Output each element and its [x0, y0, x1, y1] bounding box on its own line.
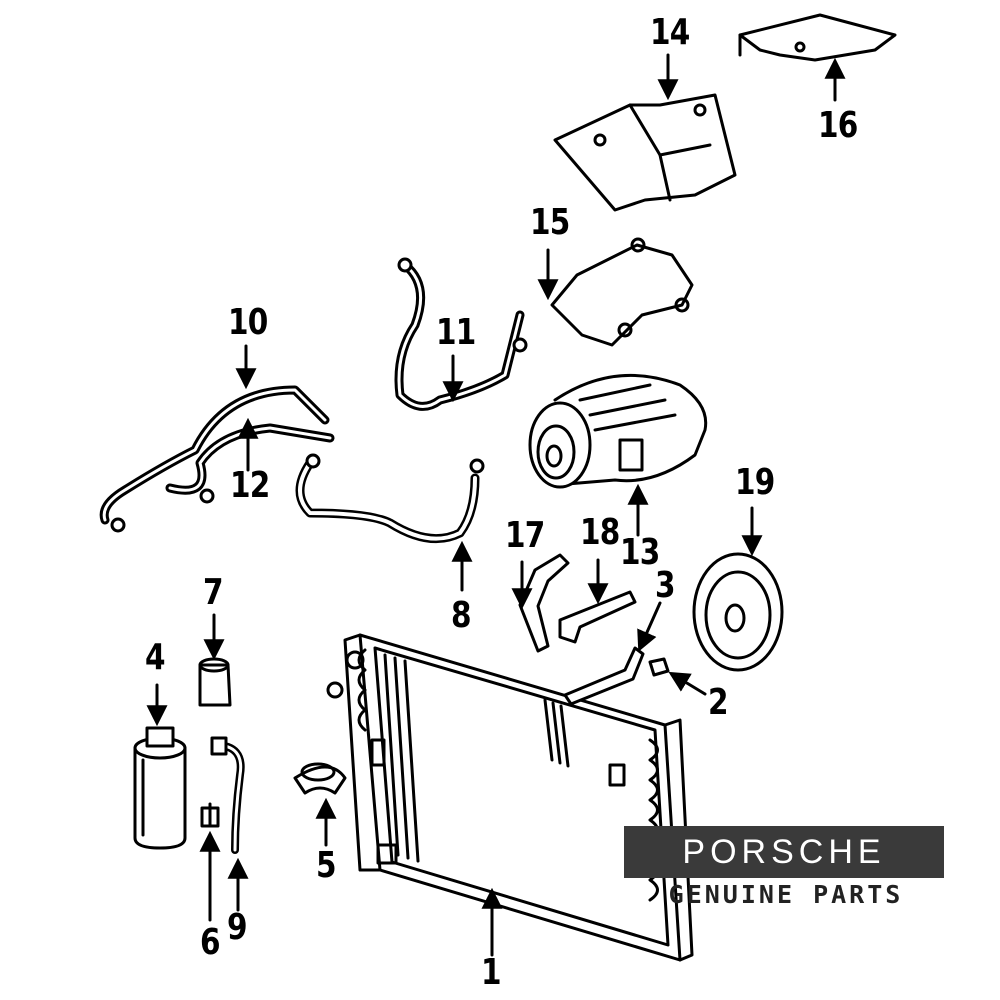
callout-8: 8 [451, 595, 472, 636]
callout-14: 14 [650, 12, 690, 53]
pulley-part [692, 552, 784, 672]
leader-2 [668, 671, 707, 696]
callout-5: 5 [316, 845, 337, 886]
callout-10: 10 [228, 302, 268, 343]
bracket-3-part [563, 646, 645, 706]
clamp-part [293, 762, 347, 795]
callout-15: 15 [530, 202, 570, 243]
switch-6-part [200, 802, 220, 828]
brand-tagline: GENUINE PARTS [668, 880, 904, 909]
cover-plate-part [738, 13, 897, 62]
bracket-15-part [550, 237, 694, 347]
callout-13: 13 [620, 532, 660, 573]
callout-17: 17 [505, 515, 545, 556]
hose-8-part [295, 453, 485, 544]
callout-3: 3 [655, 565, 676, 606]
porsche-logo-badge: PORSCHE [624, 826, 944, 878]
pressure-switch-part [198, 657, 232, 707]
callout-18: 18 [580, 512, 620, 553]
compressor-part [528, 373, 708, 489]
callout-1: 1 [481, 952, 502, 993]
mount-bracket-14-part [553, 93, 737, 212]
brand-name: PORSCHE [682, 832, 886, 871]
bracket-17-part [518, 553, 570, 653]
callout-4: 4 [145, 637, 166, 678]
tube-assembly-part [99, 385, 335, 533]
callout-12: 12 [230, 465, 270, 506]
callout-11: 11 [436, 312, 476, 353]
callout-19: 19 [735, 462, 775, 503]
plug-part [648, 657, 670, 677]
callout-9: 9 [227, 907, 248, 948]
strap-part [558, 590, 637, 644]
callout-7: 7 [203, 572, 224, 613]
hose-11-part [394, 257, 528, 411]
callout-2: 2 [708, 682, 729, 723]
leader-3 [637, 601, 662, 652]
receiver-drier-part [133, 726, 187, 850]
hose-9-part [210, 736, 245, 854]
callout-6: 6 [200, 922, 221, 963]
callout-16: 16 [818, 105, 858, 146]
condenser-part [326, 633, 694, 962]
